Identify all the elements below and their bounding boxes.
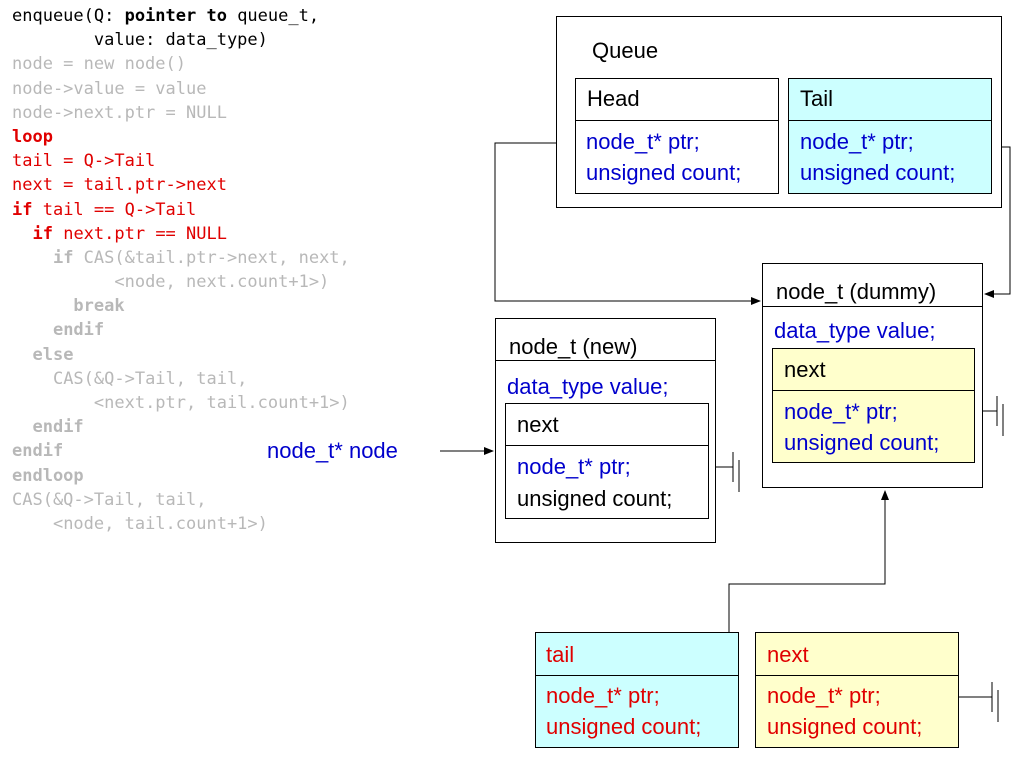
code-token: <next.ptr, tail.count+1>) [93, 393, 350, 413]
queue-head-box [575, 78, 779, 194]
dummy-node-divider [762, 306, 983, 307]
code-token: node = new node() [12, 54, 186, 75]
code-token: <node, tail.count+1>) [52, 513, 268, 534]
code-line: CAS(&Q->Tail, tail, [12, 367, 350, 391]
dummy-next-box [772, 348, 975, 463]
code-line: if CAS(&tail.ptr->next, next, [12, 246, 350, 270]
code-line: else [12, 343, 350, 367]
local-next-count: unsigned count; [767, 714, 923, 739]
dummy-next-divider [772, 390, 975, 391]
dummy-next-ptr: node_t* ptr; [784, 399, 898, 424]
dummy-next-count: unsigned count; [784, 430, 940, 455]
code-keyword: else [32, 344, 74, 365]
code-line: loop [12, 125, 350, 149]
code-token: next.ptr == NULL [52, 223, 227, 244]
local-tail-ptr: node_t* ptr; [546, 683, 660, 708]
dummy-node-value: data_type value; [774, 318, 936, 343]
local-next-title: next [767, 642, 809, 667]
queue-tail-count: unsigned count; [800, 160, 956, 185]
code-keyword: if [52, 247, 74, 268]
new-node-value: data_type value; [507, 374, 669, 399]
new-next-box [505, 403, 709, 519]
queue-tail-ptr: node_t* ptr; [800, 129, 914, 154]
code-line: endloop [12, 464, 350, 488]
pseudocode: enqueue(Q: pointer to queue_t, value: da… [12, 4, 350, 536]
code-keyword: if [32, 223, 53, 244]
code-line: endif [12, 415, 350, 439]
local-tail-title: tail [546, 642, 575, 667]
local-next-ptr: node_t* ptr; [767, 683, 881, 708]
new-node-divider [495, 360, 716, 361]
code-keyword: loop [12, 126, 53, 147]
code-line: node = new node() [12, 52, 350, 76]
code-line: tail = Q->Tail [12, 149, 350, 173]
code-token: enqueue(Q: [12, 6, 125, 26]
new-next-count: unsigned count; [517, 486, 673, 511]
code-keyword: endif [52, 320, 105, 341]
code-line: endif [12, 439, 350, 463]
code-line: node->next.ptr = NULL [12, 101, 350, 125]
code-keyword: endloop [12, 465, 84, 486]
code-keyword: break [73, 296, 125, 317]
code-keyword: endif [12, 441, 64, 462]
code-token: queue_t, [226, 6, 320, 26]
local-next-box [755, 632, 959, 748]
local-tail-to-dummy-arrow [728, 490, 889, 632]
queue-tail-title: Tail [800, 86, 834, 111]
code-line: if tail == Q->Tail [12, 198, 350, 222]
code-keyword: endif [32, 417, 84, 438]
code-token: CAS(&Q->Tail, tail, [52, 368, 248, 389]
new-next-ptr: node_t* ptr; [517, 454, 631, 479]
code-line: node->value = value [12, 77, 350, 101]
queue-head-ptr: node_t* ptr; [586, 129, 700, 154]
code-token: node->value = value [12, 78, 207, 99]
code-token: tail == Q->Tail [32, 199, 197, 220]
queue-tail-divider [788, 120, 992, 121]
code-keyword: if [12, 199, 33, 220]
code-line: enqueue(Q: pointer to queue_t, [12, 4, 350, 28]
local-tail-count: unsigned count; [546, 714, 702, 739]
queue-head-divider [575, 120, 779, 121]
code-line: value: data_type) [12, 28, 350, 52]
local-next-divider [755, 675, 959, 676]
code-token: tail = Q->Tail [12, 151, 156, 172]
queue-label: Queue [592, 38, 659, 63]
code-line: endif [12, 318, 350, 342]
dummy-node-title: node_t (dummy) [776, 279, 937, 304]
new-next-divider [505, 445, 709, 446]
code-token: CAS(&Q->Tail, tail, [12, 489, 207, 510]
code-token: node->next.ptr = NULL [12, 102, 227, 123]
code-token: CAS(&tail.ptr->next, next, [73, 247, 350, 268]
queue-head-count: unsigned count; [586, 160, 742, 185]
code-keyword: pointer to [124, 6, 227, 26]
queue-head-title: Head [587, 86, 640, 111]
code-line: <node, next.count+1>) [12, 270, 350, 294]
code-line: <next.ptr, tail.count+1>) [12, 391, 350, 415]
code-line: break [12, 294, 350, 318]
code-line: <node, tail.count+1>) [12, 512, 350, 536]
new-next-title: next [517, 412, 559, 437]
local-tail-divider [535, 675, 739, 676]
code-token: value: data_type) [93, 30, 268, 51]
local-tail-box [535, 632, 739, 748]
code-line: next = tail.ptr->next [12, 173, 350, 197]
new-node-title: node_t (new) [509, 334, 638, 359]
head-to-dummy-arrow [494, 142, 761, 305]
queue-tail-box [788, 78, 992, 194]
code-line: if next.ptr == NULL [12, 222, 350, 246]
node-pointer-label: node_t* node [267, 438, 398, 463]
dummy-next-title: next [784, 357, 826, 382]
code-token: <node, next.count+1>) [114, 272, 330, 293]
code-line: CAS(&Q->Tail, tail, [12, 488, 350, 512]
code-token: next = tail.ptr->next [12, 175, 227, 196]
